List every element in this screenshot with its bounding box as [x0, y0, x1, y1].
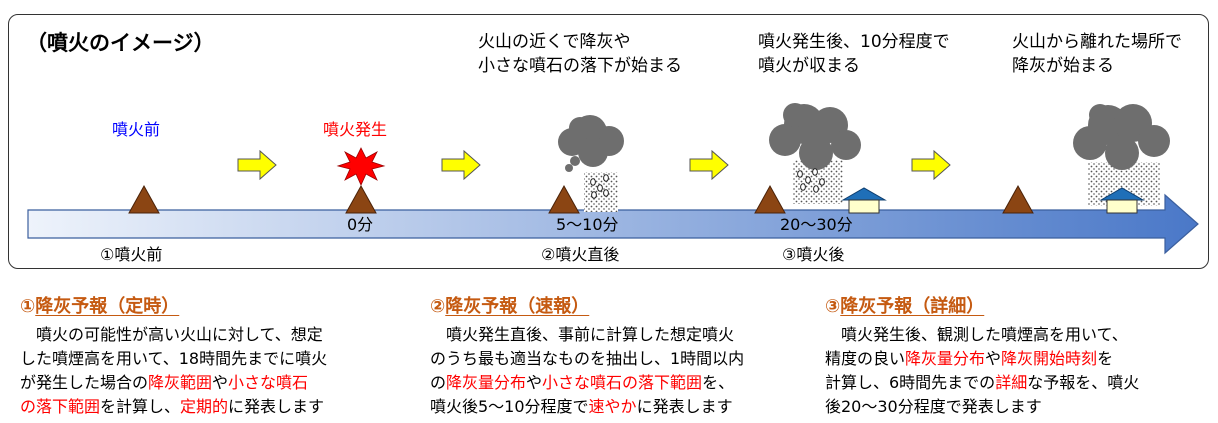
volcanic-bombs-1 [590, 174, 609, 199]
section-number: ② [430, 296, 446, 317]
top-label-2-line-1: 噴火発生後、10分程度で [758, 32, 950, 52]
section-title-quick: ②降灰予報（速報） [430, 292, 589, 318]
section-line: した噴煙高を用いて、18時間先までに噴火 [20, 347, 400, 371]
highlight-text: 小さな噴石の落下範囲 [542, 373, 703, 392]
body-text: に発表します [228, 397, 325, 416]
smoke-cloud-1 [558, 115, 624, 172]
diagram-title: （噴火のイメージ） [26, 31, 215, 55]
phase-label-after: ③噴火後 [782, 245, 845, 264]
step-arrow-icon [441, 149, 481, 181]
body-text: や [212, 373, 229, 392]
section-title-text: 降灰予報（定時） [35, 296, 180, 317]
ashfall-area-1 [584, 172, 618, 212]
house-icon [841, 187, 887, 214]
step-arrow-icon [911, 149, 951, 181]
top-label-1-line-1: 火山の近くで降灰や [478, 32, 631, 52]
body-text: 後20～30分程度で発表します [825, 397, 1042, 416]
highlight-text: 詳細 [995, 373, 1028, 392]
top-label-3-line-1: 火山から離れた場所で [1012, 32, 1182, 52]
highlight-text: 降灰量分布 [446, 373, 527, 392]
body-text: 精度の良い [825, 349, 906, 368]
highlight-text: 降灰量分布 [905, 349, 986, 368]
section-line: 噴火の可能性が高い火山に対して、想定 [20, 323, 400, 347]
step-arrow-icon [689, 149, 729, 181]
section-number: ① [20, 296, 36, 317]
body-text: 計算し、6時間先までの [825, 373, 996, 392]
top-label-3-line-2: 降灰が始まる [1012, 56, 1114, 76]
time-label-0: 0分 [347, 215, 374, 234]
section-line: が発生した場合の降灰範囲や小さな噴石 [20, 371, 400, 395]
volcano-icon [128, 184, 160, 214]
section-line: 噴火後5～10分程度で速やかに発表します [430, 395, 810, 419]
section-body-quick: 噴火発生直後、事前に計算した想定噴火のうち最も適当なものを抽出し、1時間以内の降… [430, 323, 810, 419]
volcano-icon [754, 184, 786, 214]
eruption-image-panel [8, 14, 1209, 269]
highlight-text: 定期的 [180, 397, 229, 416]
volcano-icon [1002, 184, 1034, 214]
body-text: を [1097, 349, 1114, 368]
section-number: ③ [825, 296, 841, 317]
body-text: に発表します [636, 397, 733, 416]
body-text: 噴火の可能性が高い火山に対して、想定 [20, 325, 323, 344]
section-line: 後20～30分程度で発表します [825, 395, 1205, 419]
body-text: や [526, 373, 543, 392]
body-text: を、 [702, 373, 735, 392]
smoke-cloud-3 [1073, 104, 1170, 170]
eruption-timeline-diagram [27, 103, 1199, 255]
top-label-2-line-2: 噴火が収まる [758, 56, 860, 76]
volcano-icon [548, 184, 580, 214]
stage-label-before: 噴火前 [112, 120, 161, 139]
step-arrows [237, 149, 951, 181]
phase-label-before: ①噴火前 [100, 245, 163, 264]
body-text: な予報を、噴火 [1027, 373, 1140, 392]
section-title-text: 降灰予報（詳細） [840, 296, 985, 317]
highlight-text: 降灰範囲 [148, 373, 213, 392]
highlight-text: 小さな噴石 [228, 373, 309, 392]
section-line: の降灰量分布や小さな噴石の落下範囲を、 [430, 371, 810, 395]
body-text: や [985, 349, 1002, 368]
timeline-arrow [27, 193, 1199, 255]
smoke-cloud-2 [769, 103, 861, 170]
body-text: のうち最も適当なものを抽出し、1時間以内 [430, 349, 745, 368]
highlight-text: 速やか [588, 397, 637, 416]
highlight-text: 降灰開始時刻 [1001, 349, 1098, 368]
section-line: のうち最も適当なものを抽出し、1時間以内 [430, 347, 810, 371]
highlight-text: の落下範囲 [20, 397, 101, 416]
time-label-2: 20～30分 [780, 215, 853, 234]
volcanic-bombs-2 [797, 168, 825, 193]
volcanoes [128, 184, 1034, 214]
section-line: 精度の良い降灰量分布や降灰開始時刻を [825, 347, 1205, 371]
section-line: 計算し、6時間先までの詳細な予報を、噴火 [825, 371, 1205, 395]
section-title-regular: ①降灰予報（定時） [20, 292, 179, 318]
phase-label-immediately-after: ②噴火直後 [541, 245, 620, 264]
body-text: を計算し、 [100, 397, 181, 416]
body-text: した噴煙高を用いて、18時間先までに噴火 [20, 349, 328, 368]
house-icon [1099, 187, 1145, 214]
body-text: 噴火発生直後、事前に計算した想定噴火 [430, 325, 735, 344]
section-line: の落下範囲を計算し、定期的に発表します [20, 395, 400, 419]
section-line: 噴火発生直後、事前に計算した想定噴火 [430, 323, 810, 347]
time-label-1: 5～10分 [556, 215, 619, 234]
body-text: 噴火発生後、観測した噴煙高を用いて、 [825, 325, 1128, 344]
section-body-regular: 噴火の可能性が高い火山に対して、想定した噴煙高を用いて、18時間先までに噴火が発… [20, 323, 400, 419]
explosion-burst-icon [336, 147, 386, 186]
section-title-detailed: ③降灰予報（詳細） [825, 292, 984, 318]
body-text: 噴火後5～10分程度で [430, 397, 589, 416]
body-text: が発生した場合の [20, 373, 149, 392]
section-line: 噴火発生後、観測した噴煙高を用いて、 [825, 323, 1205, 347]
section-body-detailed: 噴火発生後、観測した噴煙高を用いて、精度の良い降灰量分布や降灰開始時刻を計算し、… [825, 323, 1205, 419]
volcano-icon [345, 184, 377, 214]
stage-label-eruption: 噴火発生 [323, 120, 388, 139]
section-title-text: 降灰予報（速報） [445, 296, 590, 317]
body-text: の [430, 373, 447, 392]
top-label-1-line-2: 小さな噴石の落下が始まる [478, 56, 682, 76]
step-arrow-icon [237, 149, 277, 181]
